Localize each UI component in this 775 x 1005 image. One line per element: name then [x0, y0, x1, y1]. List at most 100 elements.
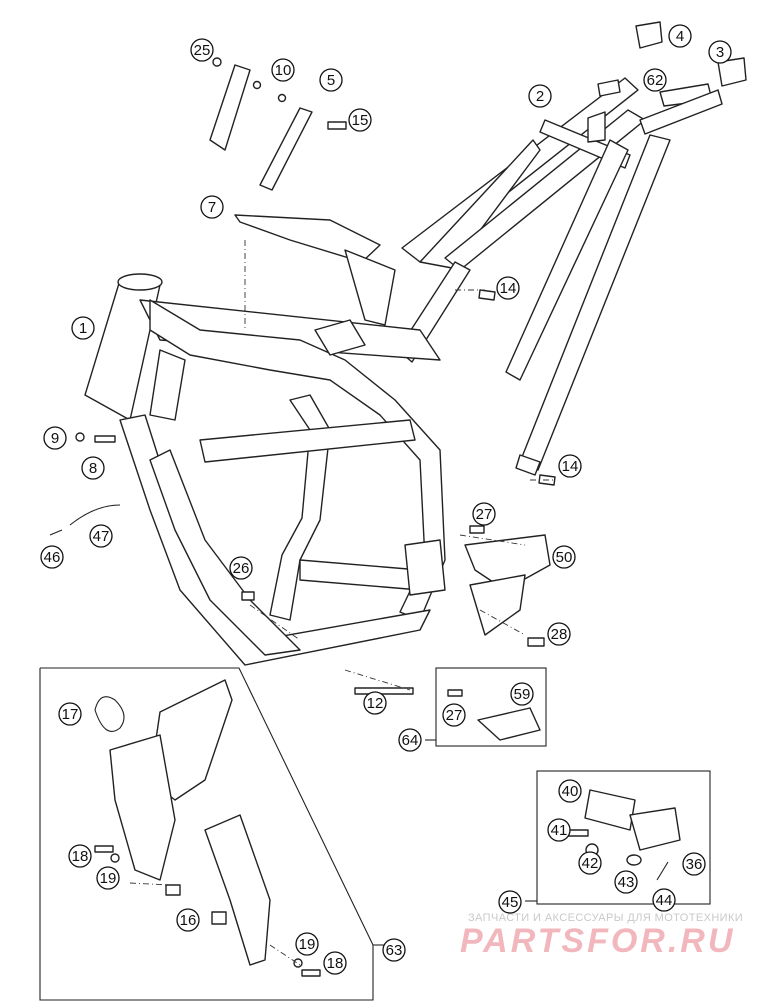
- callout-number: 27: [446, 707, 463, 724]
- callout-circle: [40, 545, 64, 569]
- callout-layer: 2510515743622141419847462627502812592764…: [40, 24, 732, 975]
- callout-number: 43: [618, 874, 635, 891]
- callout-circle: [190, 38, 214, 62]
- callout-circle: [472, 502, 496, 526]
- callout-circle: [552, 545, 576, 569]
- callout-42: 42: [578, 851, 602, 875]
- callout-14: 14: [496, 276, 520, 300]
- callout-circle: [81, 456, 105, 480]
- callout-15: 15: [348, 108, 372, 132]
- callout-number: 5: [327, 72, 335, 89]
- callout-number: 19: [299, 936, 316, 953]
- leader-lines: [129, 240, 555, 966]
- callout-number: 44: [656, 892, 673, 909]
- callout-number: 17: [62, 706, 79, 723]
- callout-circle: [382, 938, 406, 962]
- callout-26: 26: [229, 556, 253, 580]
- callout-circle: [363, 691, 387, 715]
- callout-number: 3: [716, 44, 724, 61]
- callout-number: 12: [367, 695, 384, 712]
- callout-1: 1: [71, 316, 95, 340]
- callout-circle: [643, 68, 667, 92]
- callout-circle: [652, 888, 676, 912]
- callout-47: 47: [89, 524, 113, 548]
- callout-circle: [558, 779, 582, 803]
- callout-number: 62: [647, 72, 664, 89]
- callout-number: 19: [100, 870, 117, 887]
- callout-19: 19: [96, 866, 120, 890]
- box-footrest: [435, 667, 547, 747]
- callout-number: 9: [51, 430, 59, 447]
- callout-number: 8: [89, 460, 97, 477]
- callout-circle: [398, 728, 422, 752]
- callout-46: 46: [40, 545, 64, 569]
- callout-43: 43: [614, 870, 638, 894]
- callout-number: 50: [556, 549, 573, 566]
- callout-circle: [348, 108, 372, 132]
- callout-number: 18: [327, 955, 344, 972]
- callout-17: 17: [58, 702, 82, 726]
- callout-28: 28: [547, 622, 571, 646]
- callout-number: 26: [233, 560, 250, 577]
- callout-circle: [708, 40, 732, 64]
- callout-number: 64: [402, 732, 419, 749]
- callout-circle: [96, 866, 120, 890]
- callout-circle: [614, 870, 638, 894]
- callout-circle: [319, 68, 343, 92]
- callout-number: 14: [500, 280, 517, 297]
- footpegs: [567, 789, 681, 881]
- callout-44: 44: [652, 888, 676, 912]
- subframe: [397, 21, 747, 476]
- callout-59: 59: [510, 682, 534, 706]
- callout-number: 25: [194, 42, 211, 59]
- group-boxes: [39, 667, 711, 1001]
- callout-18: 18: [68, 844, 92, 868]
- callout-14: 14: [558, 454, 582, 478]
- box-footpegs: [536, 770, 711, 905]
- callout-number: 16: [180, 912, 197, 929]
- callout-circle: [442, 703, 466, 727]
- callout-number: 63: [386, 942, 403, 959]
- callout-2: 2: [528, 84, 552, 108]
- callout-27: 27: [442, 703, 466, 727]
- box-radiator-guards: [39, 667, 374, 1001]
- callout-number: 14: [562, 458, 579, 475]
- callout-circle: [668, 24, 692, 48]
- callout-number: 27: [476, 506, 493, 523]
- callout-circle: [68, 844, 92, 868]
- callout-circle: [71, 316, 95, 340]
- callout-16: 16: [176, 908, 200, 932]
- callout-circle: [547, 622, 571, 646]
- callout-27: 27: [472, 502, 496, 526]
- callout-4: 4: [668, 24, 692, 48]
- callout-62: 62: [643, 68, 667, 92]
- callout-circle: [89, 524, 113, 548]
- main-frame: [84, 273, 446, 666]
- callout-63: 63: [382, 938, 406, 962]
- callout-number: 4: [676, 28, 684, 45]
- callout-50: 50: [552, 545, 576, 569]
- callout-circle: [43, 426, 67, 450]
- callout-36: 36: [682, 852, 706, 876]
- callout-8: 8: [81, 456, 105, 480]
- callout-number: 1: [79, 320, 87, 337]
- callout-number: 45: [502, 894, 519, 911]
- callout-number: 7: [208, 199, 216, 216]
- callout-number: 2: [536, 88, 544, 105]
- callout-number: 15: [352, 112, 369, 129]
- callout-10: 10: [271, 58, 295, 82]
- callout-circle: [271, 58, 295, 82]
- callout-circle: [323, 951, 347, 975]
- callout-25: 25: [190, 38, 214, 62]
- callout-9: 9: [43, 426, 67, 450]
- callout-circle: [682, 852, 706, 876]
- callout-circle: [200, 195, 224, 219]
- callout-circle: [558, 454, 582, 478]
- callout-number: 40: [562, 783, 579, 800]
- callout-7: 7: [200, 195, 224, 219]
- radiator-guards: [94, 679, 321, 977]
- callout-41: 41: [547, 818, 571, 842]
- callout-circle: [510, 682, 534, 706]
- callout-circle: [58, 702, 82, 726]
